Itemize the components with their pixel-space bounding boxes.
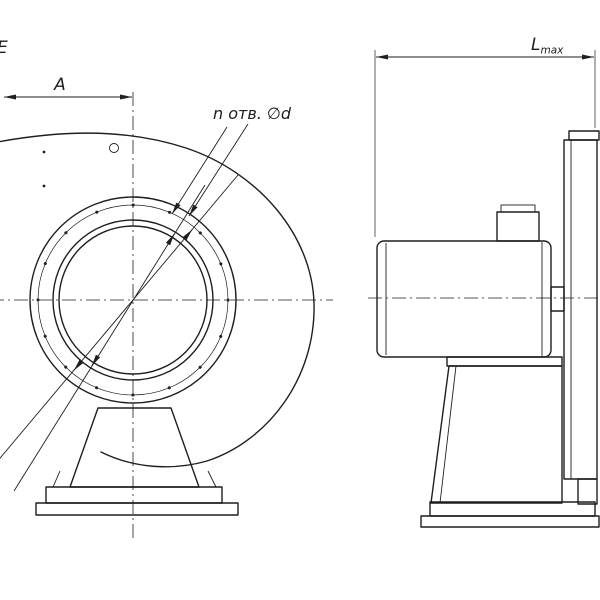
support-stand-inner-edge [439, 365, 457, 504]
holes-leader-2 [188, 123, 249, 217]
diameter-dimension-2-arrow-a [165, 233, 175, 246]
diameter-dimension-1-arrow-b [73, 359, 84, 371]
gusset-right [207, 470, 217, 488]
fan-volute-casing [0, 132, 315, 468]
casing-flange-hole [109, 143, 119, 153]
front-base-plate [35, 502, 239, 516]
diameter-dimension-1-arrow-a [182, 229, 193, 241]
motor-body [376, 240, 552, 358]
diameter-dimension-2-line [13, 184, 206, 492]
motor-foot-plate [446, 356, 563, 367]
motor-terminal-box-lid [500, 204, 536, 213]
dimension-a-label: A [53, 75, 66, 95]
dimension-lmax: Lmax [374, 35, 596, 237]
support-stand [430, 365, 563, 504]
dimension-e-label: E [0, 38, 8, 58]
holes-leader-1 [171, 126, 228, 215]
rivet-dot [42, 184, 46, 188]
holes-callout: n отв. ∅d [171, 104, 292, 217]
front-view: A E n отв. ∅d [0, 38, 333, 542]
diameter-dimension-1 [0, 174, 239, 459]
gusset-left [52, 470, 61, 488]
shaft-coupling [550, 286, 565, 312]
housing-top-flange [568, 130, 600, 141]
side-base-plate [429, 501, 596, 517]
housing-body [563, 139, 598, 480]
dimension-lmax-label: Lmax [531, 35, 564, 57]
housing-lower-neck [577, 478, 598, 505]
side-view: Lmax [368, 35, 600, 528]
dimension-lmax-subscript: max [540, 45, 564, 57]
dimension-lmax-letter: L [531, 35, 540, 55]
side-bottom-strip [420, 515, 600, 528]
dimension-a: A [4, 75, 132, 100]
motor-terminal-box [496, 211, 540, 242]
diameter-dimension-2-arrow-b [91, 354, 101, 367]
diameter-dimension-1-line [0, 174, 239, 459]
pedestal [69, 407, 200, 488]
pedestal-foot-plate [45, 486, 223, 504]
diameter-dimension-2 [13, 184, 206, 492]
rivet-dot [42, 150, 46, 154]
holes-callout-label: n отв. ∅d [213, 104, 292, 123]
